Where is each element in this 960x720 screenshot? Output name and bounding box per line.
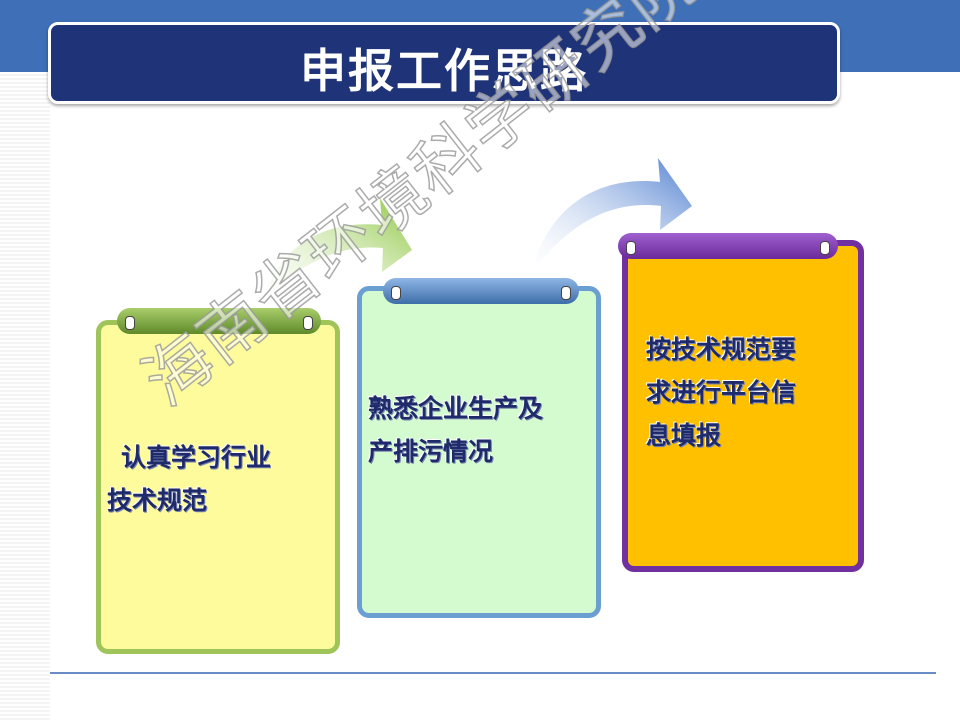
clip-hole <box>125 316 135 330</box>
step-line: 技术规范 <box>107 486 208 515</box>
arrow-step-2-to-3 <box>532 158 692 272</box>
step-text-3: 按技术规范要 求进行平台信 息填报 <box>646 328 846 457</box>
clip-hole <box>820 241 830 255</box>
clip-hole <box>391 286 401 300</box>
step-clip-1 <box>117 308 321 334</box>
clip-hole <box>561 286 571 300</box>
step-line: 按技术规范要 <box>646 335 797 364</box>
step-line: 求进行平台信 <box>646 378 797 407</box>
step-clip-2 <box>383 278 579 304</box>
step-card-2 <box>357 286 601 618</box>
title-bar: 申报工作思路 <box>48 22 840 104</box>
step-line: 产排污情况 <box>368 437 494 466</box>
step-text-1: 认真学习行业 技术规范 <box>107 436 332 522</box>
bottom-divider <box>50 672 936 674</box>
arrow-step-1-to-2 <box>262 198 412 304</box>
step-line: 息填报 <box>646 421 722 450</box>
step-line: 熟悉企业生产及 <box>368 394 544 423</box>
clip-hole <box>303 316 313 330</box>
step-clip-3 <box>618 233 838 259</box>
clip-hole <box>626 241 636 255</box>
step-card-3 <box>622 240 864 572</box>
step-line: 认真学习行业 <box>121 443 272 472</box>
step-text-2: 熟悉企业生产及 产排污情况 <box>368 387 600 473</box>
left-strip <box>0 72 50 720</box>
slide-title: 申报工作思路 <box>300 44 588 98</box>
